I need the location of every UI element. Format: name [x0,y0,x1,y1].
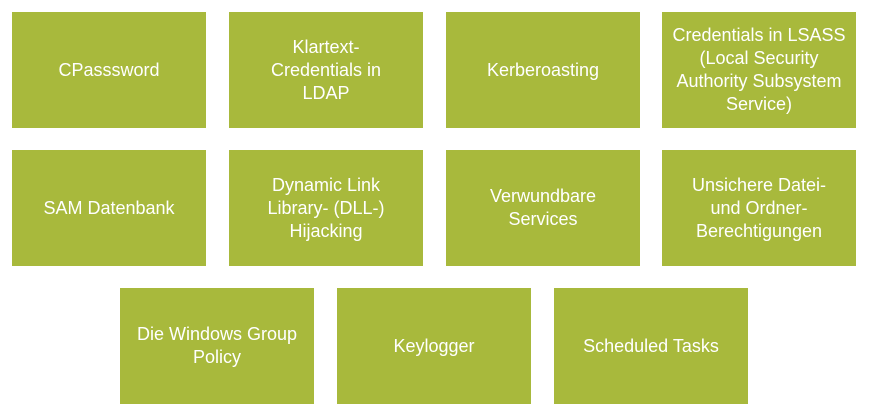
box-kerberoasting: Kerberoasting [446,12,640,128]
box-scheduled-tasks: Scheduled Tasks [554,288,748,404]
box-verwundbare-services: Verwundbare Services [446,150,640,266]
box-dll-hijacking: Dynamic Link Library- (DLL-) Hijacking [229,150,423,266]
box-windows-group-policy: Die Windows Group Policy [120,288,314,404]
box-credentials-lsass: Credentials in LSASS (Local Security Aut… [662,12,856,128]
box-sam-datenbank: SAM Datenbank [12,150,206,266]
box-cpassword: CPasssword [12,12,206,128]
box-keylogger: Keylogger [337,288,531,404]
box-klartext-credentials-ldap: Klartext-Credentials in LDAP [229,12,423,128]
box-unsichere-berechtigungen: Unsichere Datei- und Ordner-Berechtigung… [662,150,856,266]
